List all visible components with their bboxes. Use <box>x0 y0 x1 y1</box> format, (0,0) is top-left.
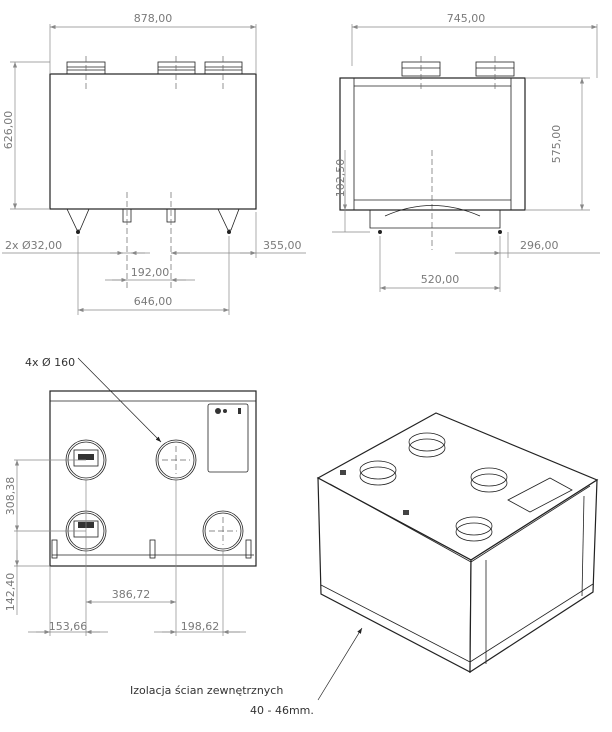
dim-right-offset: 198,62 <box>181 620 220 633</box>
dim-drain-offset: 355,00 <box>263 239 302 252</box>
dim-side-width: 745,00 <box>447 12 486 25</box>
isometric-view: Izolacja ścian zewnętrznych 40 - 46mm. <box>130 412 599 717</box>
side-body <box>339 77 526 211</box>
dim-drain-spacing: 192,00 <box>131 266 170 279</box>
latches <box>51 539 252 559</box>
dim-front-feet-spacing: 646,00 <box>134 295 173 308</box>
dim-foot-offset: 296,00 <box>520 239 559 252</box>
iso-ducts <box>359 432 508 542</box>
front-body <box>49 73 257 210</box>
top-view: 4x Ø 160 308,38 142,40 386,72 153,66 198… <box>4 356 257 636</box>
dim-duct-col-spacing: 386,72 <box>112 588 151 601</box>
control-panel <box>207 403 249 473</box>
insulation-label: Izolacja ścian zewnętrznych <box>130 684 283 697</box>
front-feet <box>66 208 240 234</box>
duct-diameter-label: 4x Ø 160 <box>25 356 75 369</box>
dim-left-offset: 153,66 <box>49 620 88 633</box>
dim-front-width: 878,00 <box>134 12 173 25</box>
front-top-ducts <box>66 56 243 90</box>
dim-base-height: 102,50 <box>334 159 347 198</box>
front-drain-pipes <box>122 192 176 290</box>
dim-duct-row-spacing: 308,38 <box>4 477 17 516</box>
dim-side-feet-spacing: 520,00 <box>421 273 460 286</box>
iso-control-panel <box>507 477 573 513</box>
front-view: 878,00 626,00 2x Ø32,00 355,00 192,00 64… <box>2 12 306 315</box>
dim-drain-diameter: 2x Ø32,00 <box>5 239 62 252</box>
dim-duct-row-offset: 142,40 <box>4 573 17 612</box>
insulation-thickness: 40 - 46mm. <box>250 704 314 717</box>
dim-side-height: 575,00 <box>550 125 563 164</box>
iso-side-face <box>469 478 598 674</box>
dim-front-height: 626,00 <box>2 111 15 150</box>
side-view: 745,00 575,00 102,50 296,00 520,00 <box>332 12 600 292</box>
